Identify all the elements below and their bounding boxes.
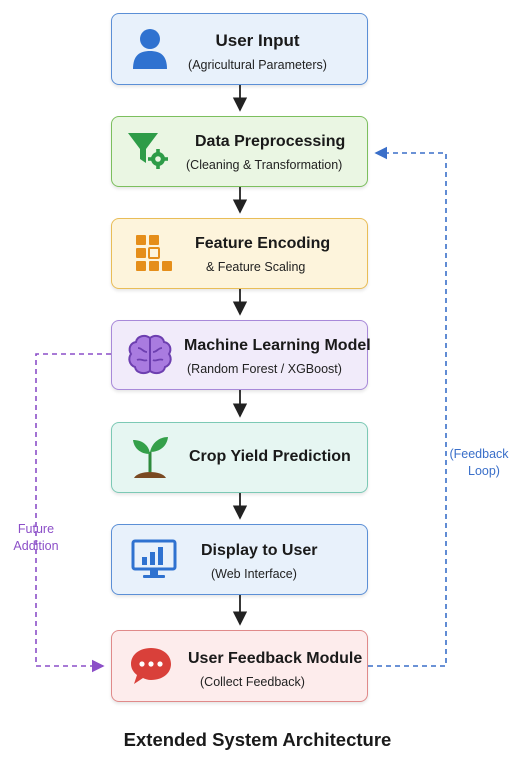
step-title: User Input	[215, 31, 300, 50]
grid-blocks-icon	[136, 235, 172, 271]
step-title: User Feedback Module	[188, 650, 363, 667]
feedback-loop-line	[368, 146, 447, 667]
user-icon	[133, 29, 167, 69]
crop-yield-prediction-box: Crop Yield Prediction	[111, 422, 368, 493]
step-title: Machine Learning Model	[184, 337, 371, 354]
user-input-box: User Input (Agricultural Parameters)	[111, 13, 368, 85]
funnel-gear-icon	[128, 133, 168, 169]
step-title: Crop Yield Prediction	[189, 448, 351, 465]
step-subtitle: (Agricultural Parameters)	[188, 58, 327, 72]
feature-encoding-box: Feature Encoding & Feature Scaling	[111, 218, 368, 289]
display-to-user-box: Display to User (Web Interface)	[111, 524, 368, 595]
step-subtitle: (Random Forest / XGBoost)	[187, 362, 342, 376]
feedback-loop-label: (Feedback Loop)	[448, 446, 510, 480]
step-subtitle: (Collect Feedback)	[200, 675, 305, 689]
diagram-caption: Extended System Architecture	[123, 729, 392, 750]
future-addition-line	[35, 353, 111, 673]
step-subtitle: (Web Interface)	[211, 567, 297, 581]
feedback-loop-label-line1: (Feedback	[449, 447, 509, 461]
user-feedback-module-box: User Feedback Module (Collect Feedback)	[111, 630, 368, 702]
step-subtitle: (Cleaning & Transformation)	[186, 158, 343, 172]
chat-bubble-icon	[131, 648, 171, 684]
step-subtitle: & Feature Scaling	[206, 260, 306, 274]
future-addition-label-line1: Future	[17, 522, 55, 536]
brain-icon	[128, 334, 172, 375]
monitor-chart-icon	[131, 539, 177, 578]
step-title: Display to User	[201, 542, 318, 559]
step-title: Data Preprocessing	[195, 133, 346, 150]
sprout-icon	[133, 437, 168, 478]
feedback-loop-label-line2: Loop)	[468, 464, 500, 478]
ml-model-box: Machine Learning Model (Random Forest / …	[111, 320, 371, 390]
future-addition-label-line2: Addition	[13, 539, 59, 553]
step-title: Feature Encoding	[195, 235, 331, 252]
data-preprocessing-box: Data Preprocessing (Cleaning & Transform…	[111, 116, 368, 187]
future-addition-label: Future Addition	[6, 521, 66, 555]
